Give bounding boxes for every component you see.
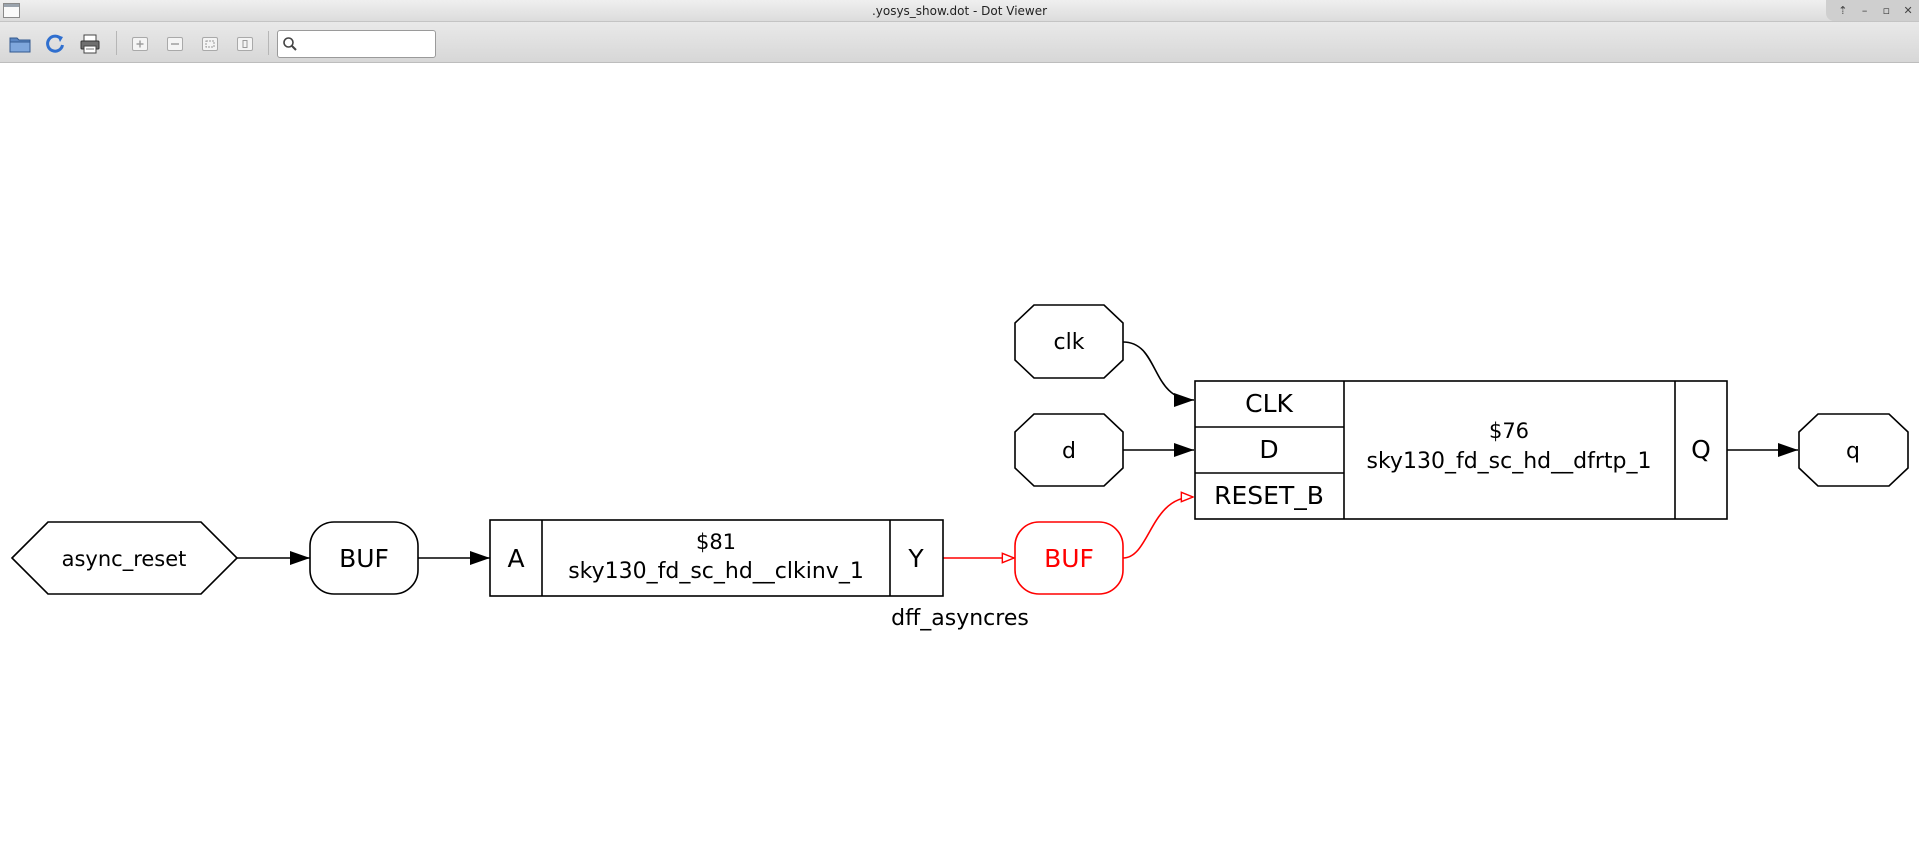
cell-port-reset_b: RESET_B (1214, 481, 1324, 510)
zoom-in-icon (132, 37, 148, 51)
zoom-100-button[interactable] (232, 31, 258, 57)
cell-id: $76 (1489, 419, 1529, 443)
cell-port-d: D (1259, 435, 1278, 464)
zoom-fit-button[interactable] (197, 31, 223, 57)
cell-type: sky130_fd_sc_hd__dfrtp_1 (1367, 449, 1652, 474)
cell-port-clk: CLK (1245, 389, 1293, 418)
printer-icon (80, 34, 100, 54)
node-label: q (1846, 439, 1860, 464)
zoom-100-icon (237, 37, 253, 51)
close-icon[interactable]: ✕ (1903, 3, 1913, 17)
node-label: async_reset (62, 547, 187, 572)
print-button[interactable] (77, 31, 103, 57)
graph-canvas[interactable]: async_reset BUF A $81 sky130_fd_sc_hd__c… (0, 64, 1919, 861)
app-icon (3, 3, 20, 18)
folder-icon (9, 37, 31, 53)
node-label: d (1062, 439, 1076, 464)
zoom-out-icon (167, 37, 183, 51)
toolbar-separator (116, 31, 117, 55)
zoom-in-button[interactable] (127, 31, 153, 57)
zoom-out-button[interactable] (162, 31, 188, 57)
module-label: dff_asyncres (891, 606, 1029, 631)
cell-type: sky130_fd_sc_hd__clkinv_1 (568, 559, 864, 584)
node-cell-clkinv[interactable]: A $81 sky130_fd_sc_hd__clkinv_1 Y (489, 519, 944, 597)
graph-svg: async_reset BUF A $81 sky130_fd_sc_hd__c… (10, 304, 1909, 631)
node-buf[interactable]: BUF (309, 521, 419, 595)
node-cell-dfrtp[interactable]: CLK D RESET_B $76 sky130_fd_sc_hd__dfrtp… (1194, 380, 1728, 520)
node-label: BUF (339, 544, 389, 573)
toolbar-separator (268, 31, 269, 55)
open-file-button[interactable] (7, 31, 33, 57)
node-d[interactable]: d (1014, 413, 1124, 487)
node-label: clk (1054, 330, 1085, 355)
window-controls: ⇡ – ▫ ✕ (1826, 0, 1919, 21)
zoom-fit-icon (202, 37, 218, 51)
node-async_reset[interactable]: async_reset (10, 521, 239, 595)
cell-port-y: Y (907, 544, 924, 573)
maximize-icon[interactable]: ▫ (1882, 3, 1891, 17)
cell-id: $81 (696, 530, 736, 554)
edge-buf-reset-red (1122, 497, 1193, 559)
minimize-icon[interactable]: – (1861, 3, 1868, 17)
edge-clk-ff (1122, 341, 1195, 407)
window-up-icon[interactable]: ⇡ (1838, 3, 1848, 17)
refresh-icon (46, 34, 64, 53)
graph-edges (237, 341, 1798, 565)
cell-port-q: Q (1691, 435, 1711, 464)
window-title: .yosys_show.dot - Dot Viewer (871, 4, 1048, 18)
toolbar (0, 22, 1919, 63)
search-field[interactable] (277, 30, 436, 58)
node-q[interactable]: q (1798, 413, 1909, 487)
reload-button[interactable] (42, 31, 68, 57)
node-label: BUF (1044, 544, 1094, 573)
search-input[interactable] (300, 33, 430, 55)
node-buf-highlighted[interactable]: BUF (1014, 521, 1124, 595)
search-icon (283, 37, 297, 51)
cell-port-a: A (507, 544, 524, 573)
title-bar: .yosys_show.dot - Dot Viewer ⇡ – ▫ ✕ (0, 0, 1919, 22)
node-clk[interactable]: clk (1014, 304, 1124, 379)
